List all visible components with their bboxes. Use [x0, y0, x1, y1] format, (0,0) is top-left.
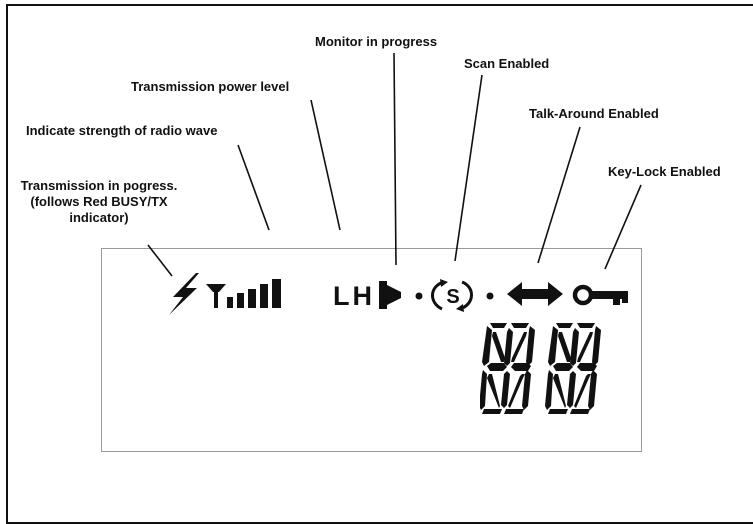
label-transmission: Transmission in pogress. (follows Red BU… — [14, 178, 184, 226]
label-power-level: Transmission power level — [131, 79, 290, 94]
leader-scan — [454, 74, 483, 262]
scan-icon: S — [415, 279, 494, 312]
lightning-bolt-icon — [169, 273, 199, 315]
leader-signal — [237, 144, 270, 231]
double-arrow-icon — [507, 282, 563, 306]
power-level-indicator: LH — [333, 281, 375, 311]
label-transmission-line1: Transmission in pogress. — [20, 178, 178, 193]
leader-power — [310, 99, 341, 231]
leader-key-lock — [604, 184, 642, 270]
leader-talk-around — [537, 126, 581, 264]
sixteen-segment-display — [480, 323, 601, 414]
leader-transmission — [147, 244, 173, 277]
key-icon — [572, 284, 628, 306]
label-talk-around: Talk-Around Enabled — [529, 106, 659, 121]
label-key-lock: Key-Lock Enabled — [608, 164, 721, 179]
sixteen-segment-digit — [480, 323, 535, 414]
signal-bars-icon — [227, 279, 281, 308]
scan-letter: S — [446, 286, 459, 308]
label-transmission-line3: indicator) — [69, 210, 129, 225]
label-scan: Scan Enabled — [464, 56, 550, 71]
leader-monitor — [393, 52, 397, 266]
label-monitor: Monitor in progress — [315, 34, 438, 49]
label-transmission-line2: (follows Red BUSY/TX — [30, 194, 168, 209]
leader-lines — [147, 52, 642, 277]
monitor-speaker-icon — [379, 281, 401, 309]
antenna-icon — [206, 284, 226, 308]
label-signal-strength: Indicate strength of radio wave — [26, 123, 218, 138]
sixteen-segment-digit — [545, 323, 601, 414]
